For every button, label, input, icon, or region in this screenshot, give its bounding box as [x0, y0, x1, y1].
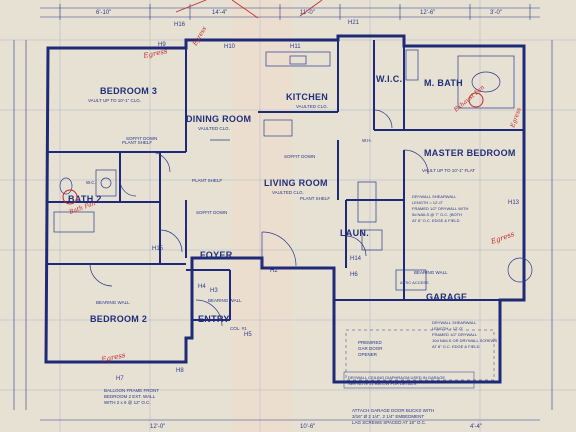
room-note-bedroom3: VAULT UP TO 10'-1" CLG. [88, 98, 141, 103]
fixtures [53, 49, 533, 291]
garage-door [345, 329, 495, 383]
note-line: BEDROOM 2 EXT. WALL [104, 394, 156, 399]
header-label: H13 [508, 200, 520, 206]
note-plant-shelf: PLANT SHELF [192, 178, 222, 183]
dimension-label: 14'-4" [212, 10, 227, 16]
note-wc: W.C. [86, 180, 96, 185]
room-label-laun: LAUN. [340, 228, 369, 238]
room-label-garage: GARAGE [426, 292, 467, 302]
room-note-kitchen: VAULTED CLG. [296, 104, 328, 109]
note-premired: PREMIRED [358, 340, 383, 345]
note-bearing-wall: BEARING WALL [208, 298, 242, 303]
note-soffit-down: SOFFIT DOWN [126, 136, 157, 141]
header-label: H4 [198, 284, 206, 290]
dimension-label: 6'-10" [96, 10, 111, 16]
room-label-bedroom3: BEDROOM 3 [100, 86, 157, 96]
note-line: AT 8" O.C. EDGE & FIELD [412, 218, 460, 223]
note-line: SEE NOTE #1 BELOW FOR DETAILS [348, 381, 417, 386]
room-label-master: MASTER BEDROOM [424, 148, 516, 158]
note-line: DRYWALL SHEARWALL [412, 194, 457, 199]
header-label: H8 [176, 368, 184, 374]
dimension-label: 12'-0" [150, 424, 165, 430]
dimension-label: 4'-4" [470, 424, 482, 430]
room-note-master: VAULT UP TO 10'-1" FLAT [422, 168, 475, 173]
dimension-label: 3'-0" [490, 10, 502, 16]
note-line: DRYWALL CEILING DIAPHRAGM USED IN GARAGE [348, 375, 445, 380]
note-line: WITH 2 x 6 @ 12" O.C. [104, 400, 151, 405]
note-line: DRYWALL SHEARWALL [432, 320, 477, 325]
note-line: 10d NAILS OR DRYWALL SCREWS [432, 338, 498, 343]
drywall-note-master: DRYWALL SHEARWALL LENGTH = 12'-0" FRAMED… [412, 194, 469, 223]
note-line: 5d NAILS @ 7" O.C. (BOTH [412, 212, 462, 217]
note-line: FRAMED 1/2" DRYWALL WITH [412, 206, 469, 211]
room-label-kitchen: KITCHEN [286, 92, 328, 102]
drywall-note-garage: DRYWALL SHEARWALL LENGTH = 12'-0" FRAMED… [432, 320, 498, 349]
header-label: H15 [152, 246, 164, 252]
room-label-foyer: FOYER [200, 250, 233, 260]
header-label: H9 [158, 42, 166, 48]
note-wh: W.H. [362, 138, 372, 143]
exterior-walls [44, 34, 526, 384]
attach-note: ATTACH GARAGE DOOR BUCKS WITH 3/16" Ø 2 … [352, 408, 434, 425]
note-bearing-wall: BEARING WALL [96, 300, 130, 305]
room-label-living: LIVING ROOM [264, 178, 328, 188]
note-line: LAG SCREWS SPACED AT 18" O.C. [352, 420, 426, 425]
note-line: 3/16" Ø 2 1/4", 2 1/4" EMBEDMENT [352, 414, 424, 419]
ceiling-note: DRYWALL CEILING DIAPHRAGM USED IN GARAGE… [343, 371, 475, 389]
dimension-lines [13, 4, 553, 421]
header-label: H5 [244, 332, 252, 338]
note-gar-door: GAR DOOR [358, 346, 383, 351]
header-label: H21 [348, 20, 360, 26]
interior-walls [48, 40, 524, 321]
note-bearing-wall: BEARING WALL [414, 270, 448, 275]
room-label-entry: ENTRY [198, 314, 230, 324]
door-swings [89, 109, 429, 327]
note-line: FRAMED 1/2" DRYWALL [432, 332, 478, 337]
dimension-label: 11'-0" [300, 10, 315, 16]
room-label-bedroom2: BEDROOM 2 [90, 314, 147, 324]
dimension-label: 10'-6" [300, 424, 315, 430]
note-attic-access: ATTIC ACCESS [400, 280, 429, 285]
note-soffit-down: SOFFIT DOWN [196, 210, 227, 215]
room-label-bath2: BATH 2 [68, 194, 102, 204]
room-note-living: VAULTED CLG. [272, 190, 304, 195]
note-plant-shelf: PLANT SHELF [300, 196, 330, 201]
note-plant-shelf: PLANT SHELF [122, 140, 152, 145]
header-label: H2 [270, 268, 278, 274]
note-line: LENGTH = 12'-0" [412, 200, 444, 205]
note-line: BALLOON FRAME FRONT [104, 388, 159, 393]
note-line: AT 8" O.C. EDGE & FIELD [432, 344, 480, 349]
header-label: H11 [290, 44, 301, 50]
room-note-dining: VAULTED CLG. [198, 126, 230, 131]
header-label: H16 [174, 22, 186, 28]
header-label: H10 [224, 44, 236, 50]
note-col: COL. #1 [230, 326, 247, 331]
room-label-mbath: M. BATH [424, 78, 463, 88]
note-opener: OPENER [358, 352, 378, 357]
paper-fold-strip [232, 0, 292, 432]
room-label-dining: DINING ROOM [186, 114, 251, 124]
header-label: H6 [350, 272, 358, 278]
header-label: H14 [350, 256, 362, 262]
header-label: H3 [210, 288, 218, 294]
dimension-label: 12'-6" [420, 10, 435, 16]
header-labels: H16 H21 H10 H11 H9 H15 H2 H3 H4 H5 H6 H7… [116, 20, 520, 382]
room-label-wic: W.I.C. [376, 74, 402, 84]
balloon-note: BALLOON FRAME FRONT BEDROOM 2 EXT. WALL … [104, 388, 159, 405]
note-soffit-down: SOFFIT DOWN [284, 154, 315, 159]
note-line: LENGTH = 12'-0" [432, 326, 464, 331]
note-line: ATTACH GARAGE DOOR BUCKS WITH [352, 408, 434, 413]
header-label: H7 [116, 376, 124, 382]
